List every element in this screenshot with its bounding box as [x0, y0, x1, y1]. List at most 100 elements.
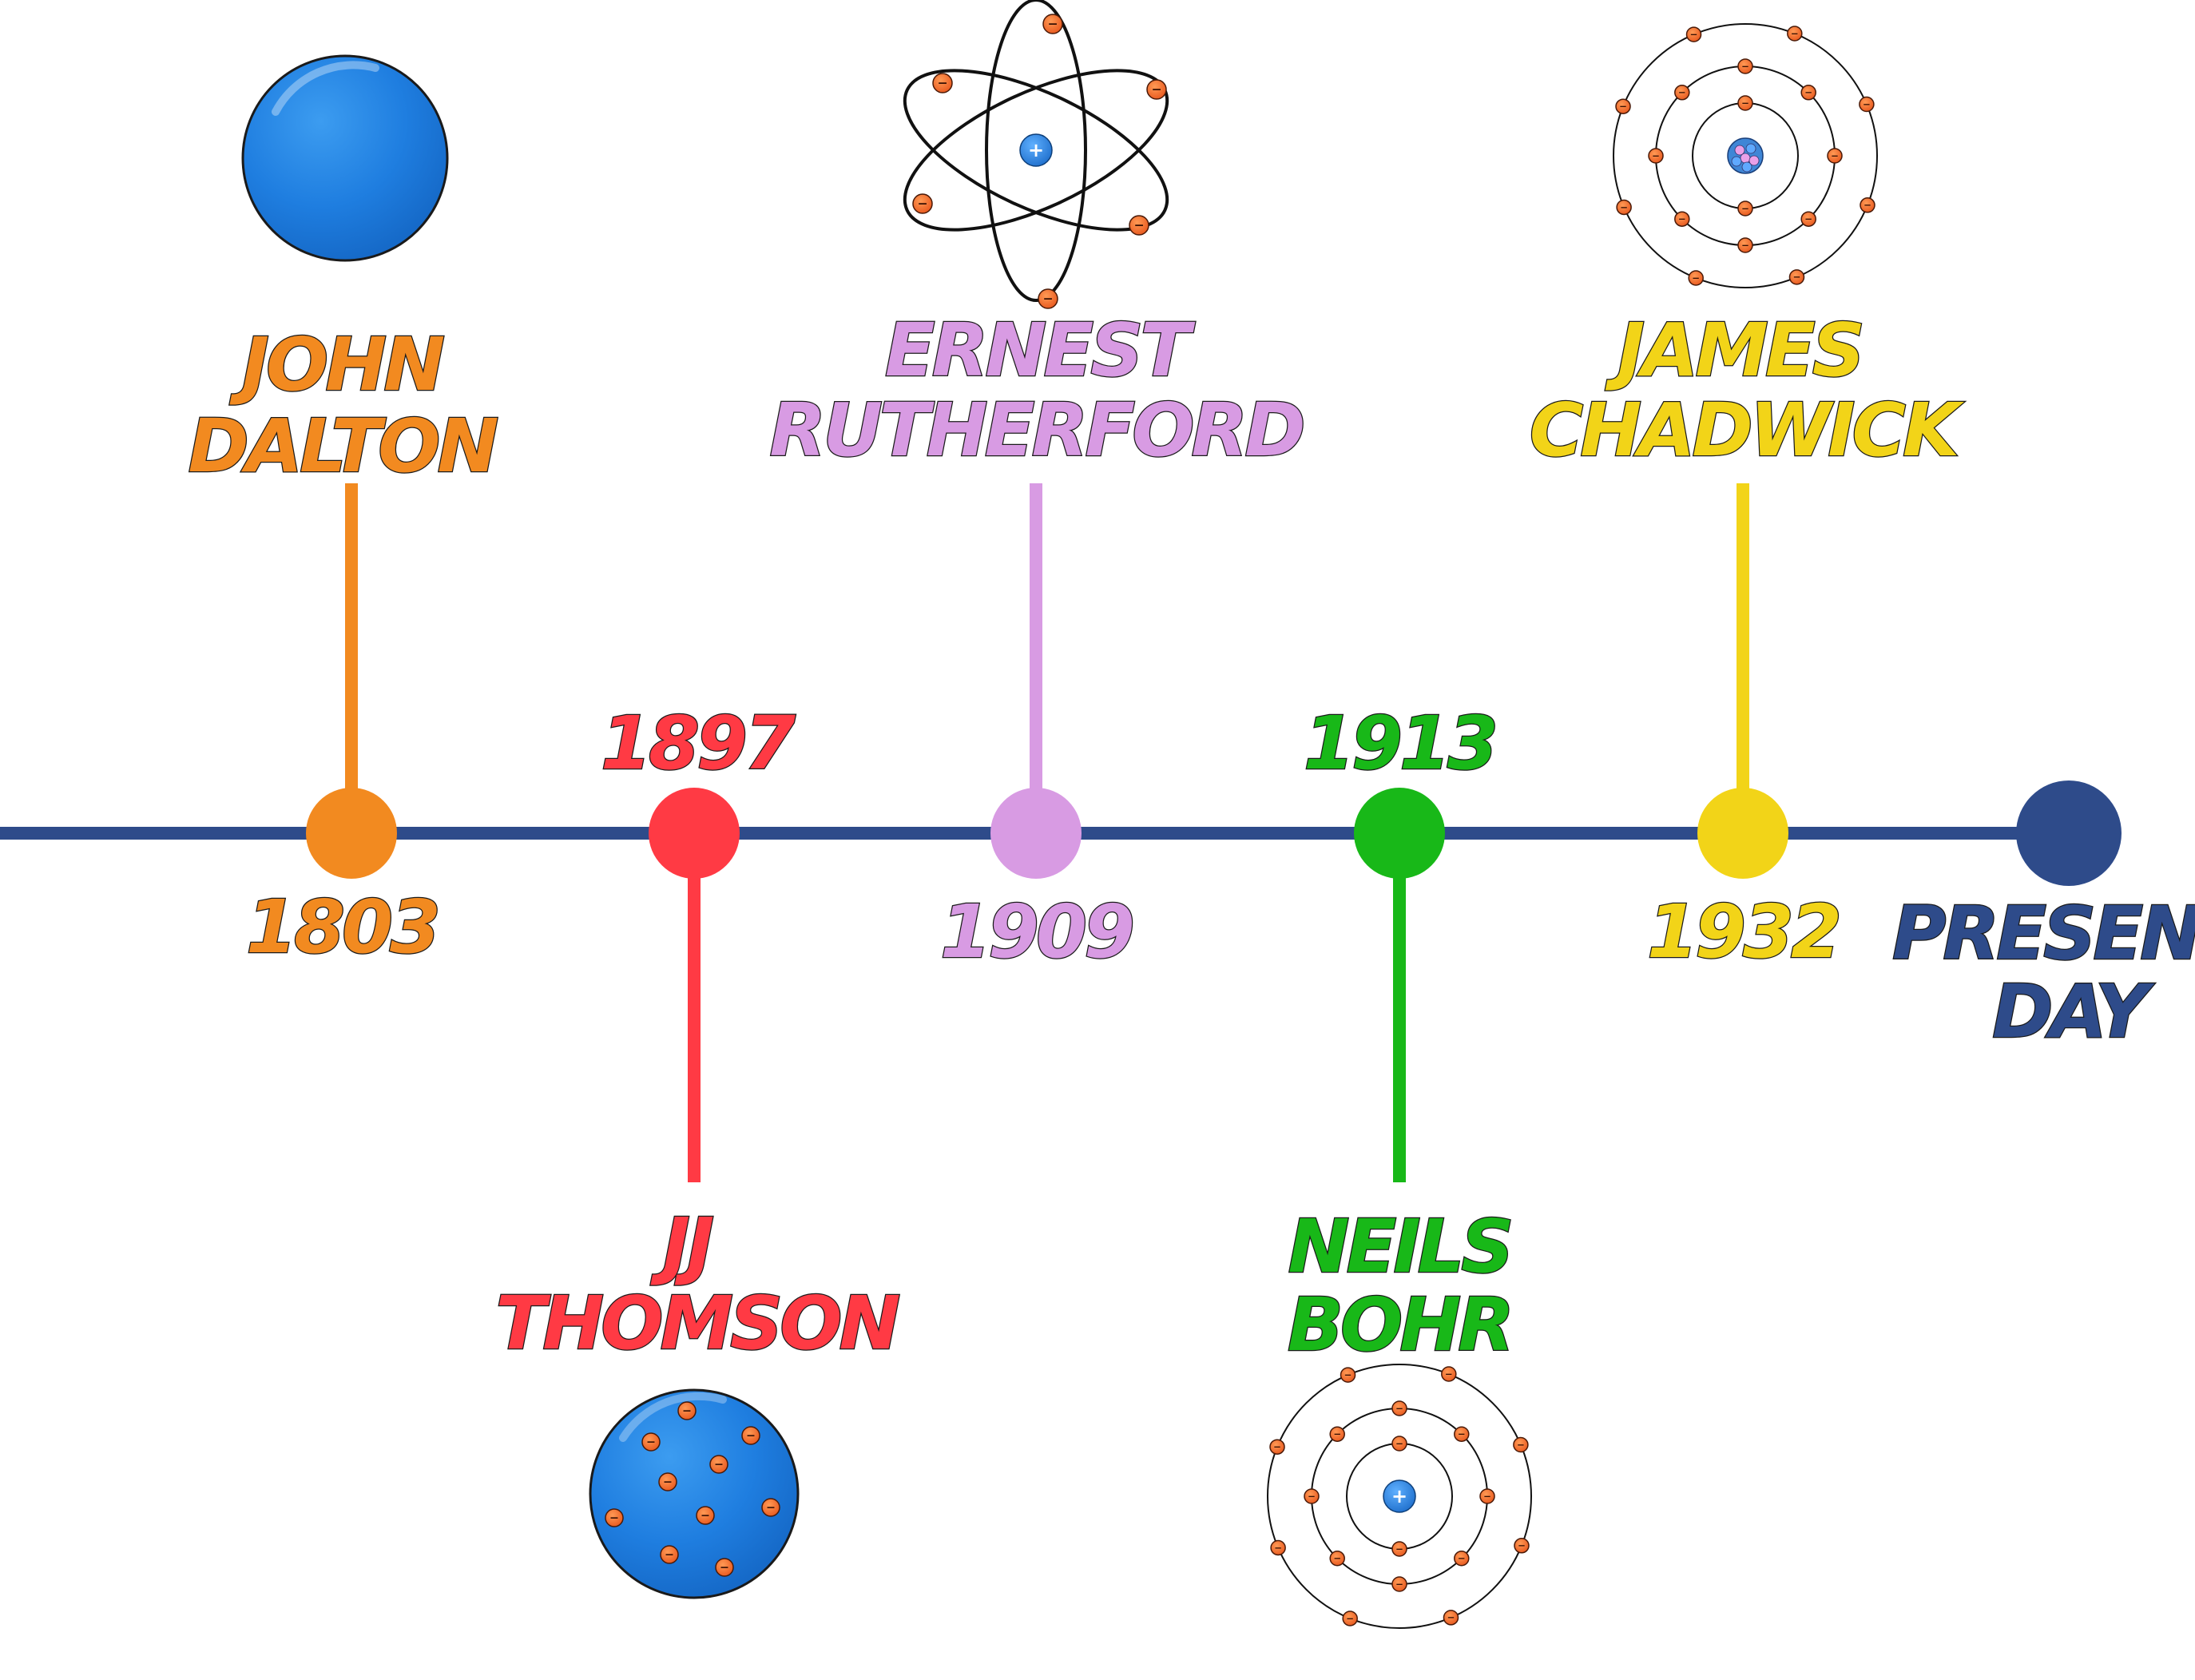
electron-icon: −: [1616, 199, 1632, 216]
electron-minus-icon: −: [1458, 1553, 1466, 1564]
electron-icon: −: [1391, 1436, 1407, 1452]
electron-minus-icon: −: [1619, 101, 1627, 112]
electron-minus-icon: −: [1678, 87, 1686, 98]
electron-minus-icon: −: [1395, 1403, 1403, 1414]
electron-icon: −: [932, 73, 953, 93]
electron-icon: −: [1391, 1576, 1407, 1592]
dalton-solid-sphere-model: [241, 54, 449, 262]
electron-minus-icon: −: [646, 1436, 656, 1449]
electron-icon: −: [1038, 288, 1058, 309]
electron-icon: −: [1269, 1439, 1285, 1455]
electron-icon: −: [1454, 1551, 1470, 1567]
electron-minus-icon: −: [1620, 201, 1628, 212]
electron-minus-icon: −: [1863, 98, 1871, 109]
electron-minus-icon: −: [1151, 82, 1161, 97]
electron-minus-icon: −: [720, 1562, 729, 1575]
bohr-name-line-1: NEILS: [1288, 1204, 1511, 1289]
nucleus-icon: [1727, 137, 1764, 174]
electron-minus-icon: −: [1517, 1439, 1525, 1450]
electron-minus-icon: −: [1274, 1542, 1282, 1553]
electron-minus-icon: −: [1395, 1579, 1403, 1590]
electron-icon: −: [1146, 79, 1167, 100]
electron-minus-icon: −: [766, 1502, 776, 1515]
electron-minus-icon: −: [1804, 87, 1812, 98]
electron-icon: −: [605, 1508, 624, 1527]
electron-icon: −: [1685, 26, 1702, 42]
thomson-name-line-1: JJ: [650, 1202, 713, 1288]
proton-plus-icon: +: [1028, 139, 1044, 161]
electron-minus-icon: −: [1483, 1491, 1491, 1502]
electron-minus-icon: −: [1458, 1428, 1466, 1440]
electron-minus-icon: −: [1864, 200, 1872, 211]
electron-icon: −: [696, 1506, 715, 1525]
electron-icon: −: [1787, 26, 1803, 42]
electron-minus-icon: −: [1344, 1369, 1352, 1380]
electron-icon: −: [1859, 96, 1875, 113]
electron-minus-icon: −: [1308, 1491, 1316, 1502]
proton-plus-icon: +: [1391, 1485, 1407, 1507]
thomson-name-line-2: THOMSON: [496, 1281, 900, 1366]
dalton-name-line-1: JOHN: [229, 322, 444, 407]
electron-icon: −: [1391, 1541, 1407, 1557]
electron-icon: −: [1737, 58, 1753, 74]
electron-icon: −: [1648, 148, 1664, 164]
electron-icon: −: [761, 1498, 780, 1517]
electron-icon: −: [1674, 211, 1690, 227]
electron-icon: −: [1800, 85, 1816, 101]
electron-icon: −: [1513, 1436, 1529, 1453]
electron-icon: −: [912, 193, 933, 214]
rutherford-name-line-2: RUTHERFORD: [769, 387, 1303, 473]
chadwick-neutron-model: −−−−−−−−−−−−−−−−−−: [1613, 23, 1878, 288]
electron-icon: −: [1042, 14, 1063, 34]
rutherford-nuclear-model: + − − − − − −: [903, 0, 1169, 309]
electron-minus-icon: −: [1395, 1438, 1403, 1449]
electron-minus-icon: −: [1831, 150, 1839, 161]
electron-icon: −: [1827, 148, 1843, 164]
chadwick-name-line-2: CHADWICK: [1530, 387, 1964, 473]
bohr-planetary-model: +−−−−−−−−−−−−−−−−−−: [1267, 1364, 1532, 1629]
electron-icon: −: [1443, 1610, 1459, 1626]
electron-icon: −: [741, 1426, 760, 1445]
thomson-year: 1897: [601, 701, 796, 786]
electron-minus-icon: −: [746, 1430, 756, 1443]
rutherford-name-line-1: ERNEST: [885, 308, 1196, 393]
electron-icon: −: [1340, 1367, 1356, 1383]
electron-minus-icon: −: [1741, 240, 1749, 251]
electron-minus-icon: −: [1333, 1428, 1341, 1440]
electron-icon: −: [1270, 1539, 1286, 1556]
electron-icon: −: [1788, 269, 1805, 285]
electron-icon: −: [1860, 197, 1875, 213]
electron-minus-icon: −: [609, 1512, 619, 1525]
electron-icon: −: [715, 1558, 734, 1577]
electron-minus-icon: −: [1447, 1612, 1455, 1623]
rutherford-dot: [990, 788, 1082, 879]
electron-icon: −: [1688, 270, 1704, 286]
dalton-name-line-2: DALTON: [189, 403, 498, 489]
electron-icon: −: [660, 1545, 679, 1564]
electron-icon: −: [709, 1455, 728, 1474]
electron-minus-icon: −: [1741, 97, 1749, 109]
electron-minus-icon: −: [1652, 150, 1660, 161]
chadwick-name-line-1: JAMES: [1605, 308, 1862, 393]
electron-icon: −: [1737, 201, 1753, 216]
present-day-dot: [2016, 780, 2122, 886]
electron-minus-icon: −: [1692, 272, 1700, 284]
electron-minus-icon: −: [1346, 1613, 1354, 1624]
electron-icon: −: [1129, 215, 1149, 236]
electron-minus-icon: −: [1047, 17, 1058, 31]
electron-icon: −: [677, 1401, 697, 1420]
electron-minus-icon: −: [1133, 218, 1144, 232]
electron-minus-icon: −: [1445, 1368, 1453, 1380]
electron-minus-icon: −: [682, 1405, 692, 1418]
electron-minus-icon: −: [1793, 272, 1801, 283]
dalton-year: 1803: [246, 884, 438, 970]
electron-minus-icon: −: [1741, 61, 1749, 72]
electron-minus-icon: −: [1042, 292, 1053, 306]
thomson-plum-pudding-model: −−−−−−−−−−: [589, 1388, 800, 1599]
present-day-line-1: PRESENT: [1892, 891, 2195, 976]
electron-minus-icon: −: [1791, 28, 1799, 39]
electron-icon: −: [1329, 1426, 1345, 1442]
electron-minus-icon: −: [1395, 1543, 1403, 1555]
electron-icon: −: [1391, 1400, 1407, 1416]
